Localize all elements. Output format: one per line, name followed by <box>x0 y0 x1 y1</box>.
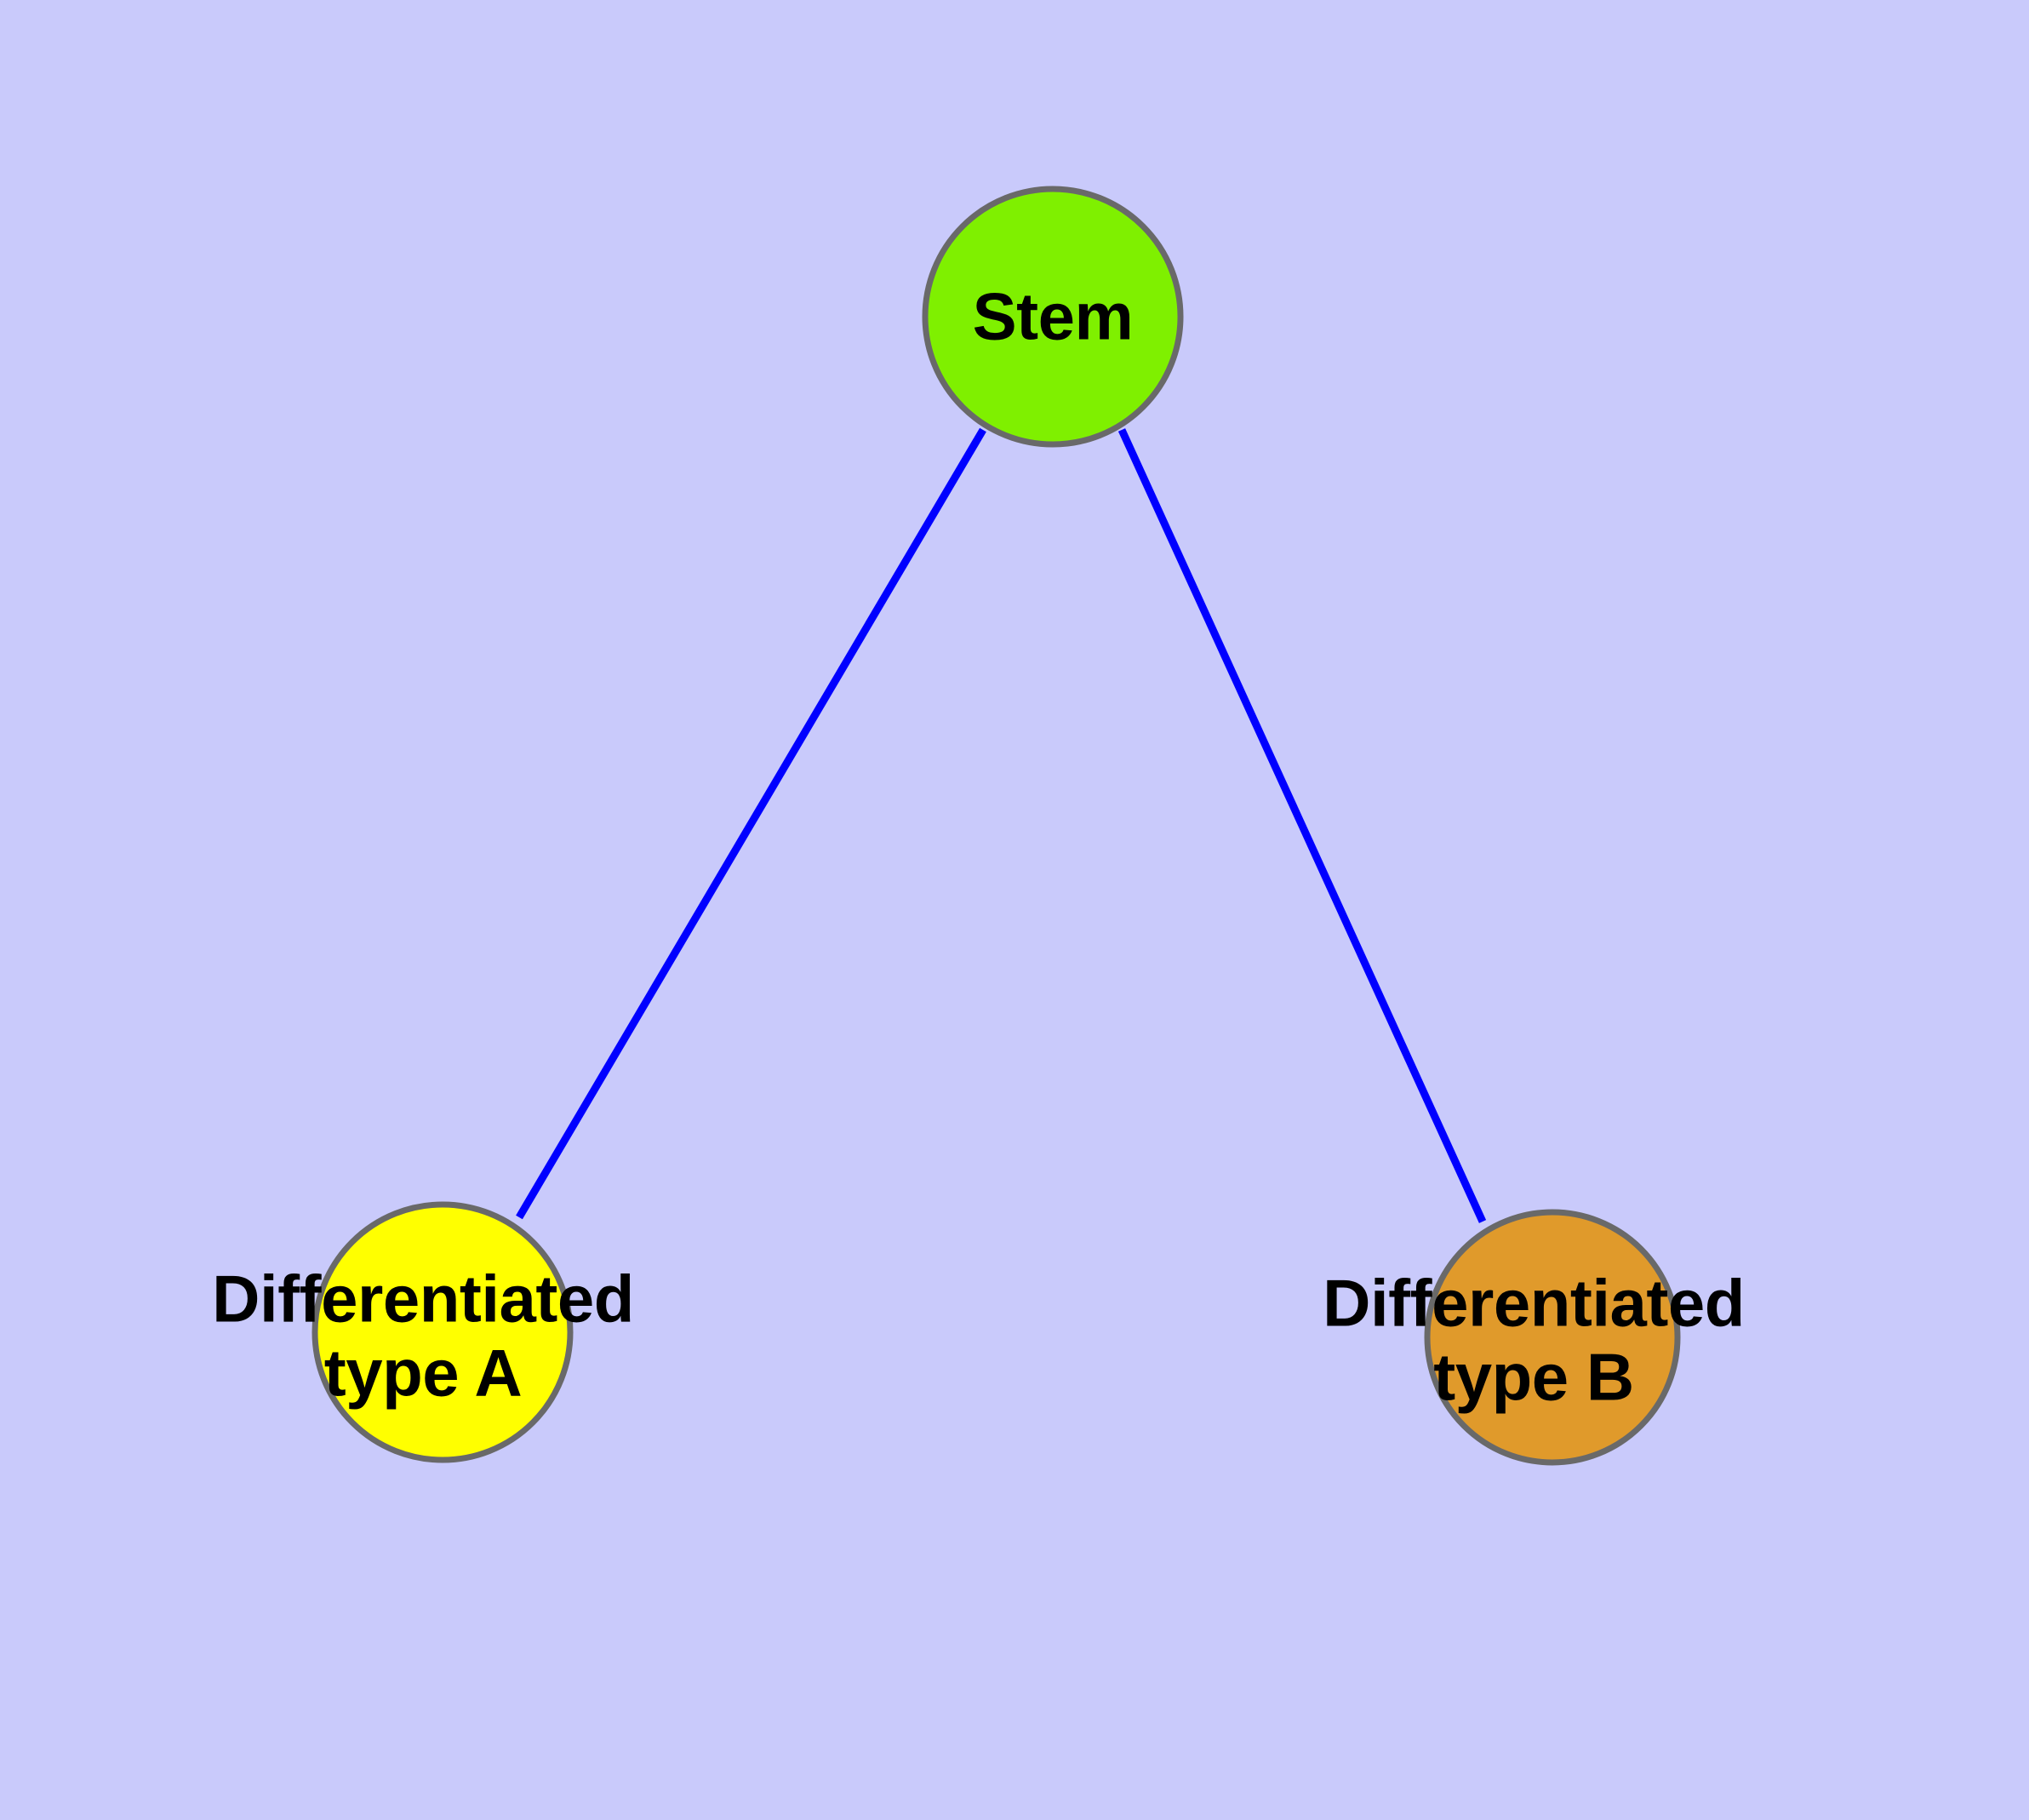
edge-layer <box>516 427 1487 1223</box>
node-layer <box>311 186 1681 1466</box>
node-diff-b-circle[interactable] <box>1424 1209 1681 1466</box>
node-stem-circle[interactable] <box>922 186 1184 448</box>
node-diff-a-circle[interactable] <box>311 1201 574 1463</box>
edge-stem-to-diff-b[interactable] <box>1117 428 1487 1223</box>
edge-stem-to-diff-a[interactable] <box>516 427 986 1220</box>
